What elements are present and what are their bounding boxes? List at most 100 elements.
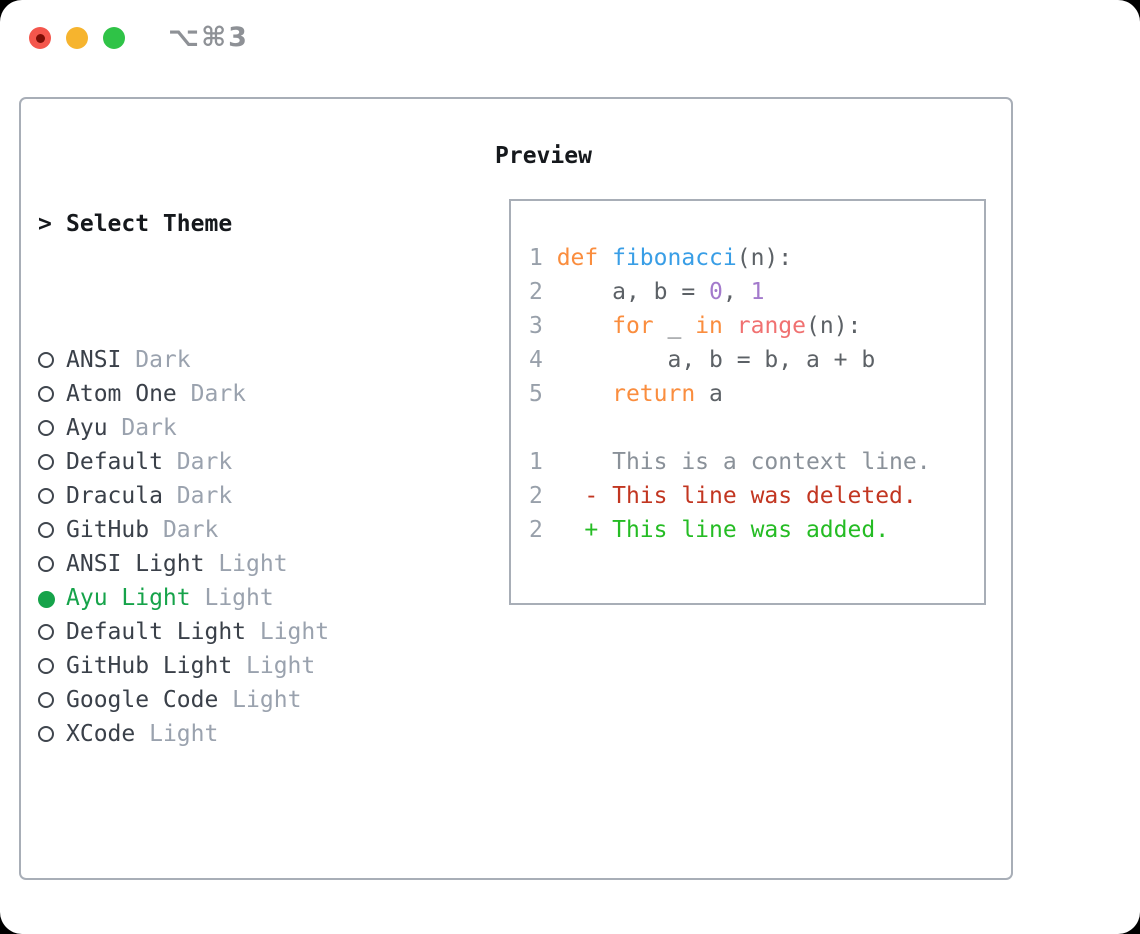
code-segment — [723, 313, 737, 339]
code-segment: 1 — [750, 279, 765, 305]
theme-option-ansi[interactable]: ANSI Dark — [38, 343, 426, 377]
radio-icon — [38, 420, 54, 436]
theme-variant-tag: Light — [204, 551, 288, 577]
option-label: Dracula — [66, 483, 163, 509]
preview-line-diff-added: 2 + This line was added. — [529, 513, 984, 547]
code-segment: a, b = b, a + b — [556, 347, 876, 373]
theme-variant-tag: Dark — [149, 517, 219, 543]
line-number: 1 — [529, 449, 557, 475]
theme-option-dracula[interactable]: Dracula Dark — [38, 479, 426, 513]
code-segment: (n): — [736, 245, 793, 271]
line-number: 4 — [529, 347, 557, 373]
preview-line-code: 4 a, b = b, a + b — [529, 343, 984, 377]
radio-icon — [38, 658, 54, 674]
theme-option-github[interactable]: GitHub Dark — [38, 513, 426, 547]
radio-icon — [38, 556, 54, 572]
code-segment: + This line was added. — [556, 517, 890, 543]
select-theme-label: Select Theme — [66, 211, 233, 237]
option-label: GitHub Light — [66, 653, 233, 679]
line-number: 1 — [529, 245, 557, 271]
preview-line-code: 5 return a — [529, 377, 984, 411]
radio-icon — [38, 488, 54, 504]
theme-variant-tag: Dark — [107, 415, 177, 441]
code-segment: , — [722, 279, 751, 305]
theme-option-default-light[interactable]: Default Light Light — [38, 615, 426, 649]
code-segment: This is a context line. — [556, 449, 931, 475]
window-title: ⌥⌘3 — [168, 22, 249, 53]
radio-icon — [38, 386, 54, 402]
code-segment: return — [612, 381, 696, 407]
code-segment — [557, 381, 612, 407]
option-label: Default — [66, 449, 163, 475]
theme-option-atom-one[interactable]: Atom One Dark — [38, 377, 426, 411]
code-segment: _ — [653, 313, 696, 339]
select-theme-header: >Select Theme — [38, 207, 426, 241]
radio-icon — [38, 454, 54, 470]
traffic-lights — [29, 27, 125, 49]
line-number: 3 — [529, 313, 557, 339]
option-label: GitHub — [66, 517, 150, 543]
option-label: ANSI — [66, 347, 122, 373]
preview-line-diff-deleted: 2 - This line was deleted. — [529, 479, 984, 513]
code-segment: fibonacci — [612, 245, 737, 271]
close-button[interactable] — [29, 27, 51, 49]
theme-variant-tag: Light — [190, 585, 274, 611]
radio-icon — [38, 726, 54, 742]
option-label: XCode — [66, 721, 136, 747]
theme-variant-tag: Light — [232, 653, 316, 679]
theme-option-ayu[interactable]: Ayu Dark — [38, 411, 426, 445]
minimize-button[interactable] — [66, 27, 88, 49]
theme-option-ansi-light[interactable]: ANSI Light Light — [38, 547, 426, 581]
theme-variant-tag: Light — [246, 619, 330, 645]
line-number: 2 — [529, 279, 557, 305]
theme-option-github-light[interactable]: GitHub Light Light — [38, 649, 426, 683]
option-label: Google Code — [66, 687, 219, 713]
code-segment: def — [556, 245, 599, 271]
code-segment: - This line was deleted. — [556, 483, 917, 509]
option-label: Default Light — [66, 619, 247, 645]
theme-option-default[interactable]: Default Dark — [38, 445, 426, 479]
radio-icon — [38, 692, 54, 708]
radio-icon — [38, 624, 54, 640]
preview-line-code: 1 def fibonacci(n): — [529, 241, 984, 275]
code-segment — [557, 313, 612, 339]
code-segment: a — [695, 381, 723, 407]
theme-option-google-code[interactable]: Google Code Light — [38, 683, 426, 717]
theme-variant-tag: Dark — [121, 347, 191, 373]
option-label: Atom One — [66, 381, 177, 407]
zoom-button[interactable] — [103, 27, 125, 49]
close-dot-icon — [35, 33, 45, 43]
radio-icon — [38, 352, 54, 368]
code-segment: for — [612, 313, 654, 339]
theme-variant-tag: Light — [135, 721, 219, 747]
option-label: Ayu — [66, 415, 108, 441]
theme-option-xcode[interactable]: XCode Light — [38, 717, 426, 751]
spacer — [38, 853, 426, 887]
preview-line-code: 3 for _ in range(n): — [529, 309, 984, 343]
preview-column: Preview 1 def fibonacci(n):2 a, b = 0, 1… — [495, 139, 986, 605]
preview-line-diff-context: 1 This is a context line. — [529, 445, 984, 479]
code-segment — [598, 245, 612, 271]
preview-line-code: 2 a, b = 0, 1 — [529, 275, 984, 309]
theme-variant-tag: Dark — [162, 449, 233, 475]
theme-option-ayu-light[interactable]: Ayu Light Light — [38, 581, 426, 615]
titlebar: ⌥⌘3 — [0, 0, 1140, 70]
radio-icon — [38, 522, 54, 538]
code-segment: (n): — [806, 313, 862, 339]
code-segment: in — [695, 313, 723, 339]
line-number: 2 — [529, 483, 557, 509]
code-segment: 0 — [709, 279, 723, 305]
line-number: 2 — [529, 517, 557, 543]
line-number: 5 — [529, 381, 557, 407]
preview-line-blank — [529, 411, 984, 445]
option-label: ANSI Light — [66, 551, 205, 577]
code-segment: range — [736, 313, 806, 339]
radio-selected-icon — [38, 591, 55, 608]
preview-title: Preview — [495, 143, 592, 169]
theme-variant-tag: Light — [218, 687, 302, 713]
